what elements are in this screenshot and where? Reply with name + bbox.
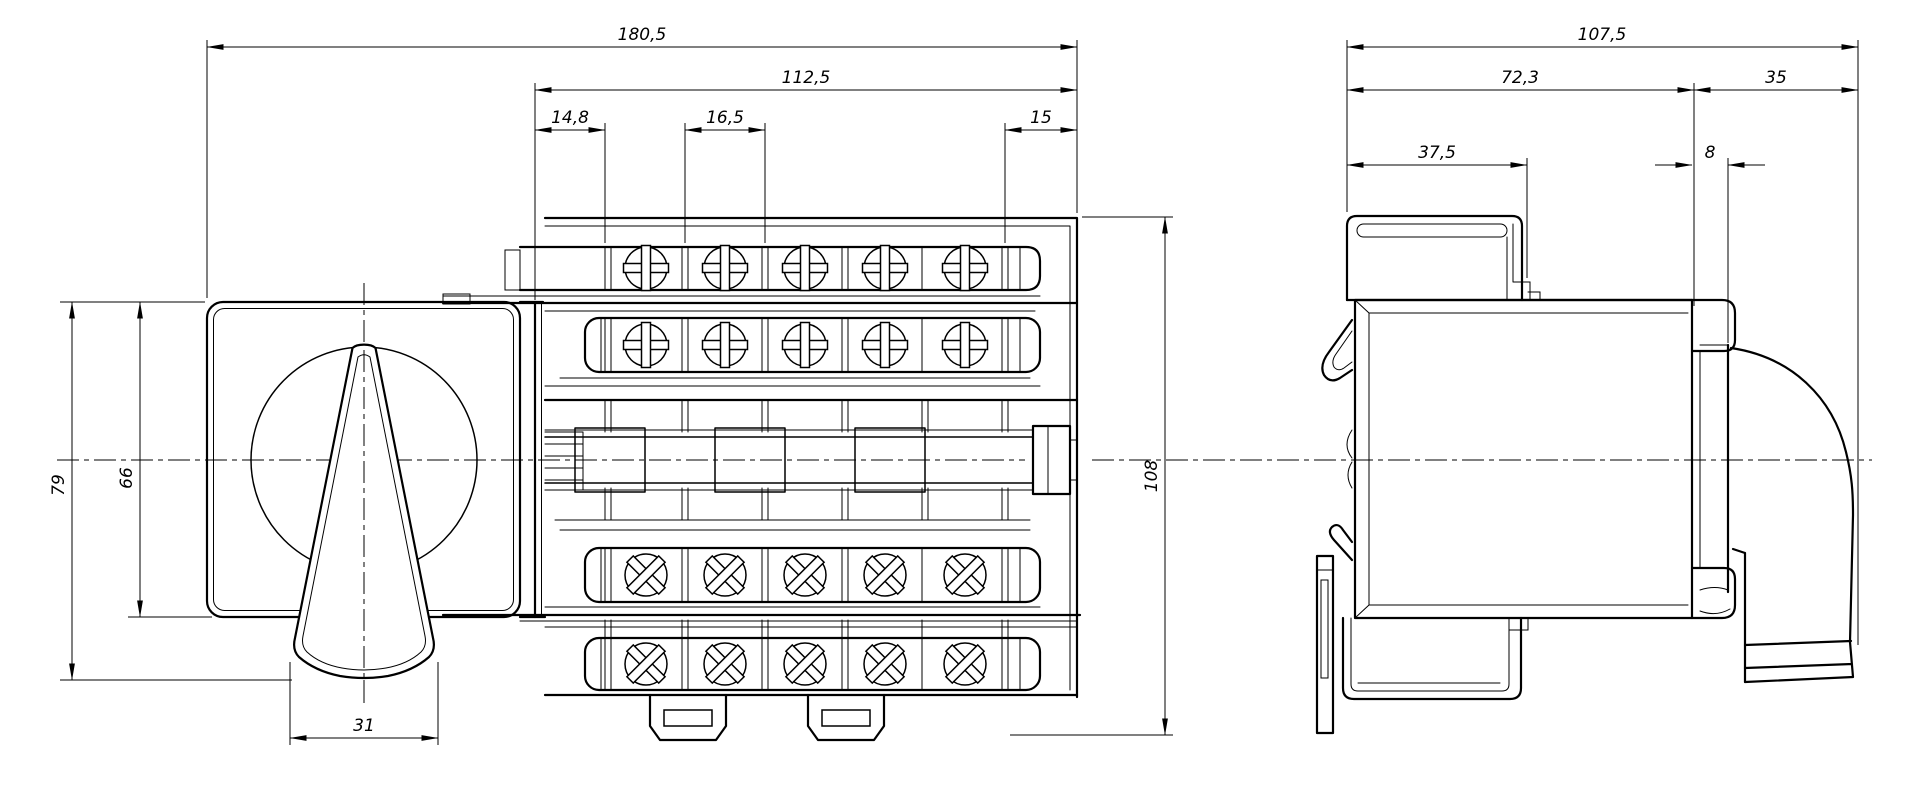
handle-side-profile <box>1729 346 1855 684</box>
dim-body-height: 108 <box>1142 460 1162 493</box>
screw-cross-row3 <box>613 542 998 608</box>
screw-plus-row2 <box>622 321 989 369</box>
terminal-row-3 <box>559 529 1042 608</box>
dim-first-pole-offset: 14,8 <box>551 108 589 128</box>
dim-handle-depth: 35 <box>1765 68 1787 88</box>
screw-cross-row4 <box>613 631 998 697</box>
dim-front-plate-thickness: 8 <box>1705 143 1716 163</box>
dim-pole-pitch: 16,5 <box>706 108 744 128</box>
mounting-feet <box>648 693 886 742</box>
screw-plus-row1 <box>622 244 989 292</box>
dim-right-end-offset: 15 <box>1030 108 1052 128</box>
side-body <box>1345 298 1694 620</box>
drive-shaft <box>544 424 1078 496</box>
bottom-din-channel <box>1341 616 1529 701</box>
top-din-clip <box>1345 214 1541 302</box>
body-outline <box>543 216 1079 699</box>
terminal-row-2 <box>583 316 1042 374</box>
side-dimensions: 107,5 72,3 35 37,5 8 <box>1346 25 1859 645</box>
dim-handle-width: 31 <box>353 716 375 736</box>
dim-height-with-handle: 79 <box>49 474 69 496</box>
dim-front-plate-height: 66 <box>117 467 137 489</box>
side-view <box>1315 214 1855 735</box>
dim-body-depth: 72,3 <box>1501 68 1539 88</box>
dim-overall-width: 180,5 <box>618 25 667 45</box>
front-view <box>205 216 1082 742</box>
dim-overall-depth: 107,5 <box>1578 25 1627 45</box>
terminal-row-4 <box>543 619 1079 697</box>
adapter-wall <box>442 293 584 619</box>
front-dimensions: 180,5 112,5 14,8 16,5 15 79 66 31 108 <box>49 25 1173 745</box>
dim-top-clip-depth: 37,5 <box>1418 143 1456 163</box>
terminal-row-1 <box>504 244 1042 292</box>
dim-terminal-block-width: 112,5 <box>782 68 831 88</box>
side-front-plate <box>1690 298 1737 620</box>
din-latch <box>1315 318 1354 735</box>
